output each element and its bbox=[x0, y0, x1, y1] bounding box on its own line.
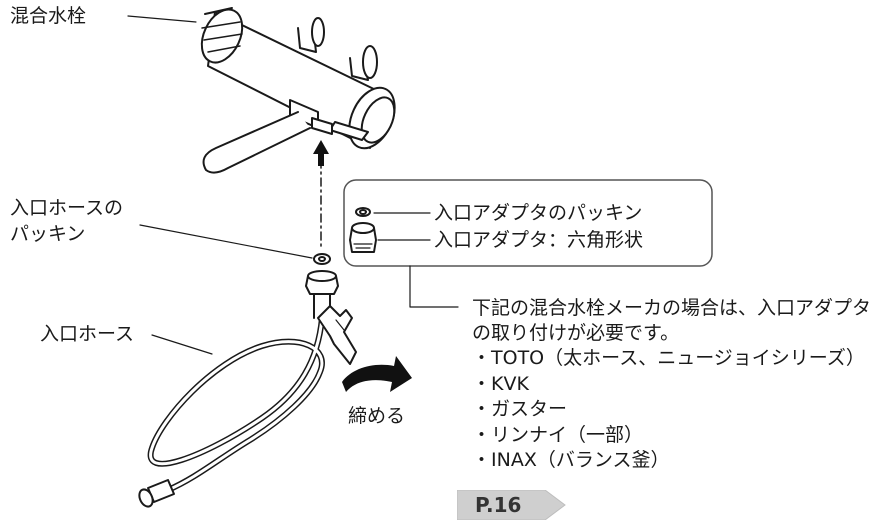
label-mixing-faucet: 混合水栓 bbox=[10, 5, 87, 27]
label-hose-packing-line1: 入口ホースの bbox=[10, 197, 124, 219]
callout-box bbox=[343, 179, 713, 267]
page-ref-label: P.16 bbox=[475, 493, 522, 517]
wrench bbox=[317, 305, 357, 365]
maker-item: TOTO（太ホース、ニュージョイシリーズ） bbox=[472, 346, 871, 372]
label-tighten: 締める bbox=[348, 405, 406, 427]
maker-item: KVK bbox=[472, 372, 871, 398]
maker-item: ガスター bbox=[472, 397, 871, 423]
page-ref-arrow-shape bbox=[457, 490, 566, 520]
label-adapter-packing: 入口アダプタのパッキン bbox=[434, 202, 643, 224]
label-adapter-hex: 入口アダプタ：六角形状 bbox=[434, 229, 644, 251]
page-reference-link[interactable]: P.16 bbox=[457, 490, 567, 520]
faucet-illustration bbox=[200, 7, 396, 174]
note-line-2: の取り付けが必要です。 bbox=[472, 322, 680, 344]
rotate-arrow bbox=[342, 356, 412, 392]
label-hose-packing-line2: パッキン bbox=[10, 223, 86, 245]
maker-item: INAX（バランス釜） bbox=[472, 448, 871, 474]
maker-item: リンナイ（一部） bbox=[472, 423, 871, 449]
note-line-1: 下記の混合水栓メーカの場合は、入口アダプタ bbox=[472, 297, 872, 319]
hose-coil bbox=[138, 315, 325, 508]
maker-note: 下記の混合水栓メーカの場合は、入口アダプタ の取り付けが必要です。 TOTO（太… bbox=[472, 296, 871, 474]
maker-list: TOTO（太ホース、ニュージョイシリーズ） KVK ガスター リンナイ（一部） … bbox=[472, 346, 871, 474]
up-arrow bbox=[313, 140, 329, 166]
label-inlet-hose: 入口ホース bbox=[40, 323, 135, 345]
